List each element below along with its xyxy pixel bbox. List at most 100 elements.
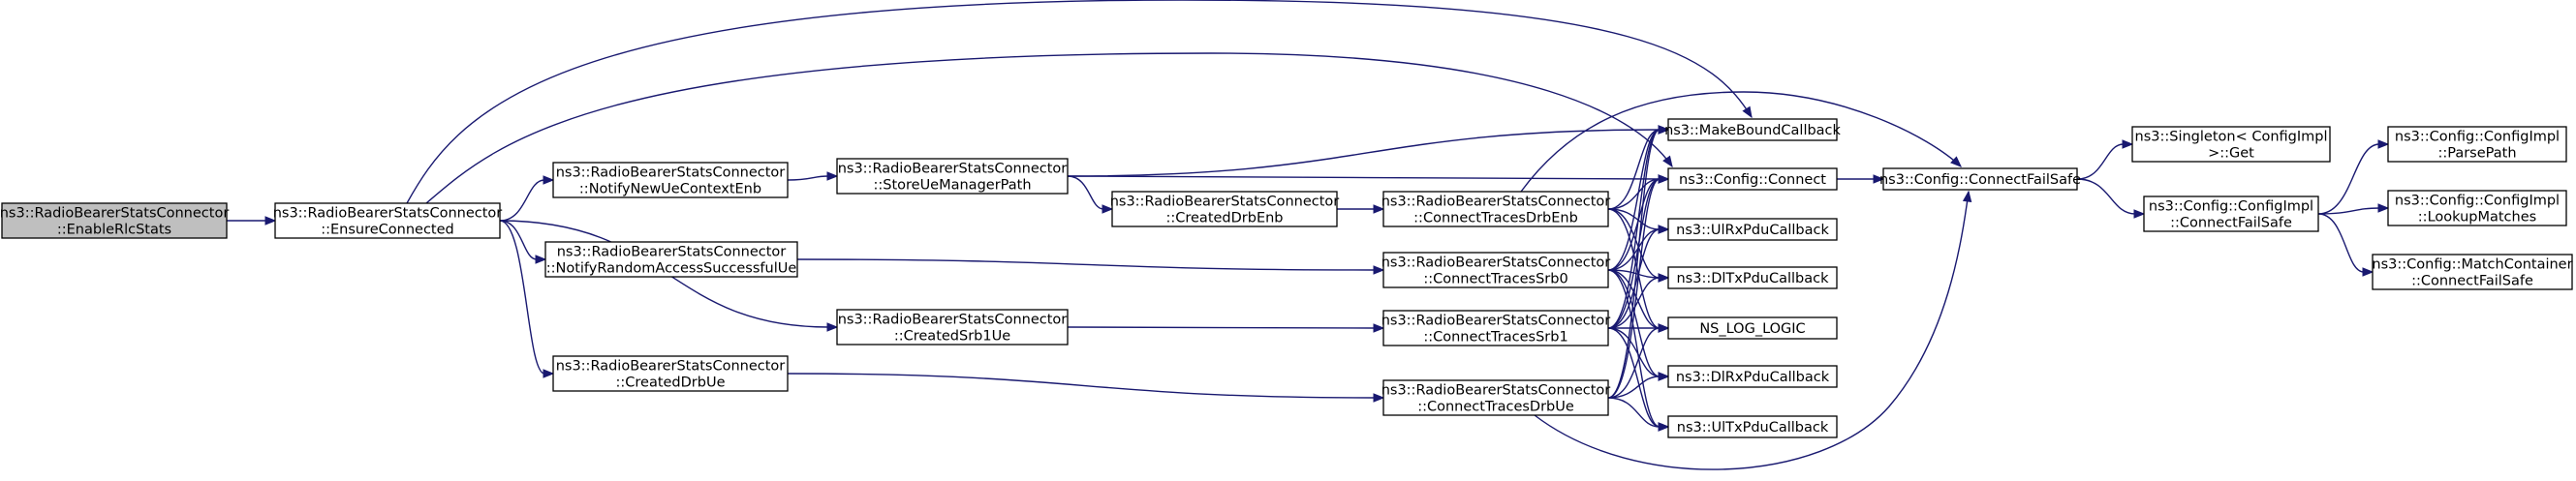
edge-line (1607, 129, 1660, 210)
node-match-container-connect-fail-safe[interactable]: ns3::Config::MatchContainer::ConnectFail… (2372, 254, 2573, 290)
edge-ensure_connected-to-notify_new_ue_context_enb (499, 175, 555, 222)
edge-arrowhead (2122, 139, 2134, 149)
call-edges (227, 0, 2390, 470)
edge-notify_new_ue_context_enb-to-store_ue_manager_path (787, 171, 839, 181)
node-connect-traces-drb-ue[interactable]: ns3::RadioBearerStatsConnector::ConnectT… (1381, 379, 1611, 416)
edge-arrowhead (826, 322, 839, 332)
node-make-bound-callback[interactable]: ns3::MakeBoundCallback (1664, 118, 1842, 141)
node-label-line-2: ::ConnectTracesDrbEnb (1413, 211, 1578, 226)
node-created-srb1-ue[interactable]: ns3::RadioBearerStatsConnector::CreatedS… (836, 309, 1069, 346)
edge-config_connect_fail_safe-to-singleton_get (2076, 139, 2134, 180)
edge-arrowhead (1658, 323, 1670, 333)
edge-ensure_connected-to-notify_random_access_successful_ue (499, 220, 547, 264)
edge-arrowhead (1658, 372, 1670, 381)
node-box (2372, 254, 2573, 290)
node-label-line-2: ::NotifyNewUeContextEnb (579, 182, 761, 197)
edge-line (2076, 178, 2136, 215)
node-box (1382, 310, 1609, 346)
node-singleton-get[interactable]: ns3::Singleton< ConfigImpl >::Get (2131, 126, 2331, 163)
node-box (836, 158, 1069, 195)
node-enable-rlc-stats[interactable]: ns3::RadioBearerStatsConnector::EnableRl… (0, 202, 229, 239)
edge-line (1607, 228, 1660, 329)
edge-arrowhead (535, 255, 547, 264)
edge-line (1607, 208, 1660, 230)
node-label-line-1: ns3::MakeBoundCallback (1664, 123, 1841, 138)
edge-arrowhead (1873, 174, 1885, 184)
edge-arrowhead (2377, 203, 2390, 213)
node-connect-traces-srb1[interactable]: ns3::RadioBearerStatsConnector::ConnectT… (1381, 310, 1611, 346)
node-ns-log-logic[interactable]: NS_LOG_LOGIC (1667, 316, 1838, 340)
node-ul-tx-pdu-callback[interactable]: ns3::UlTxPduCallback (1667, 415, 1838, 438)
edge-enable_rlc_stats-to-ensure_connected (227, 216, 277, 225)
edge-line (406, 0, 1753, 204)
node-created-drb-ue[interactable]: ns3::RadioBearerStatsConnector::CreatedD… (552, 355, 789, 392)
edge-line (1067, 129, 1660, 177)
edge-line (1607, 178, 1660, 399)
node-store-ue-manager-path[interactable]: ns3::RadioBearerStatsConnector::StoreUeM… (836, 158, 1069, 195)
node-created-drb-enb[interactable]: ns3::RadioBearerStatsConnector::CreatedD… (1110, 191, 1340, 227)
node-ensure-connected[interactable]: ns3::RadioBearerStatsConnector::EnsureCo… (273, 202, 503, 239)
node-connect-traces-srb0[interactable]: ns3::RadioBearerStatsConnector::ConnectT… (1381, 252, 1611, 288)
edge-arrowhead (1373, 265, 1385, 275)
node-label-line-1: NS_LOG_LOGIC (1699, 321, 1805, 337)
edge-line (1607, 178, 1660, 329)
edge-line (1067, 175, 1660, 180)
edge-line (1607, 269, 1660, 279)
node-box (1667, 167, 1838, 191)
node-config-impl-lookup-matches[interactable]: ns3::Config::ConfigImpl::LookupMatches (2387, 190, 2567, 226)
edge-arrowhead (2133, 209, 2146, 219)
node-box (552, 355, 789, 392)
edge-line (1607, 327, 1660, 377)
node-box (1667, 316, 1838, 340)
edge-arrowhead (2362, 267, 2374, 277)
node-config-connect-fail-safe[interactable]: ns3::Config::ConnectFailSafe (1879, 167, 2081, 191)
node-box (2387, 190, 2567, 226)
edge-line (1067, 326, 1376, 329)
edge-line (1607, 327, 1660, 428)
edge-connect_traces_drb_ue-to-ns_log_logic (1607, 323, 1670, 399)
node-notify-new-ue-context-enb[interactable]: ns3::RadioBearerStatsConnector::NotifyNe… (552, 162, 789, 198)
node-box (1667, 266, 1838, 289)
edge-arrowhead (543, 175, 555, 185)
edge-line (1607, 397, 1660, 428)
node-label-line-1: ns3::RadioBearerStatsConnector (556, 359, 786, 375)
edge-line (1520, 91, 1962, 193)
node-box (2387, 126, 2567, 163)
edge-line (1534, 191, 1970, 470)
node-box (2131, 126, 2331, 163)
node-box (1382, 191, 1609, 227)
edge-line (1607, 269, 1660, 428)
node-dl-tx-pdu-callback[interactable]: ns3::DlTxPduCallback (1667, 266, 1838, 289)
node-label-line-1: ns3::Config::MatchContainer (2372, 257, 2572, 273)
node-label-line-2: ::ConnectTracesDrbUe (1417, 400, 1574, 415)
edge-arrowhead (1658, 125, 1670, 135)
edge-line (1607, 208, 1660, 279)
node-config-impl-parse-path[interactable]: ns3::Config::ConfigImpl::ParsePath (2387, 126, 2567, 163)
node-dl-rx-pdu-callback[interactable]: ns3::DlRxPduCallback (1667, 365, 1838, 388)
edge-line (1607, 269, 1660, 377)
edge-created_drb_enb-to-connect_traces_drb_enb (1336, 204, 1385, 214)
node-label-line-2: ::ConnectFailSafe (2411, 274, 2533, 289)
node-box (836, 309, 1069, 346)
edge-ensure_connected-to-created_drb_ue (499, 220, 555, 378)
edge-arrowhead (1658, 273, 1670, 283)
edge-connect_traces_drb_ue-to-dl_rx_pdu_callback (1607, 372, 1670, 399)
node-label-line-2: ::ConnectTracesSrb1 (1423, 330, 1567, 346)
node-config-connect[interactable]: ns3::Config::Connect (1667, 167, 1838, 191)
edge-arrowhead (1962, 190, 1972, 203)
node-notify-random-access-successful-ue[interactable]: ns3::RadioBearerStatsConnector::NotifyRa… (544, 241, 798, 278)
edge-connect_traces_drb_ue-to-make_bound_callback (1607, 125, 1670, 399)
node-ul-rx-pdu-callback[interactable]: ns3::UlRxPduCallback (1667, 218, 1838, 241)
node-config-impl-connect-fail-safe[interactable]: ns3::Config::ConfigImpl::ConnectFailSafe (2143, 195, 2319, 232)
node-label-line-2: ::EnsureConnected (321, 223, 454, 238)
node-label-line-1: ns3::RadioBearerStatsConnector (1381, 195, 1611, 210)
node-label-line-1: ns3::RadioBearerStatsConnector (838, 313, 1068, 328)
edge-connect_traces_drb_ue-to-ul_tx_pdu_callback (1607, 397, 1670, 432)
node-connect-traces-drb-enb[interactable]: ns3::RadioBearerStatsConnector::ConnectT… (1381, 191, 1611, 227)
edge-line (499, 220, 545, 375)
edge-arrowhead (1950, 156, 1962, 167)
node-label-line-1: ns3::Config::ConfigImpl (2395, 130, 2560, 145)
node-label-line-1: ns3::RadioBearerStatsConnector (1381, 256, 1611, 271)
edge-arrowhead (1662, 155, 1673, 168)
